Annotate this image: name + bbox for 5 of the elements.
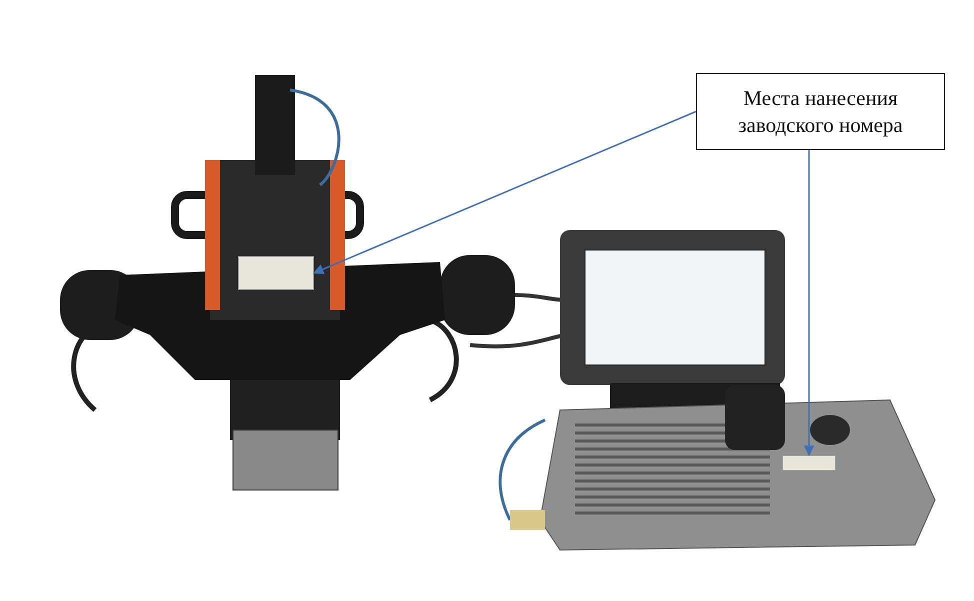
serial-plate	[782, 455, 836, 471]
callout-text: Места нанесения заводского номера	[737, 85, 904, 138]
serial-plate	[238, 256, 314, 290]
leader-line	[313, 110, 696, 274]
leader-line	[804, 150, 814, 456]
